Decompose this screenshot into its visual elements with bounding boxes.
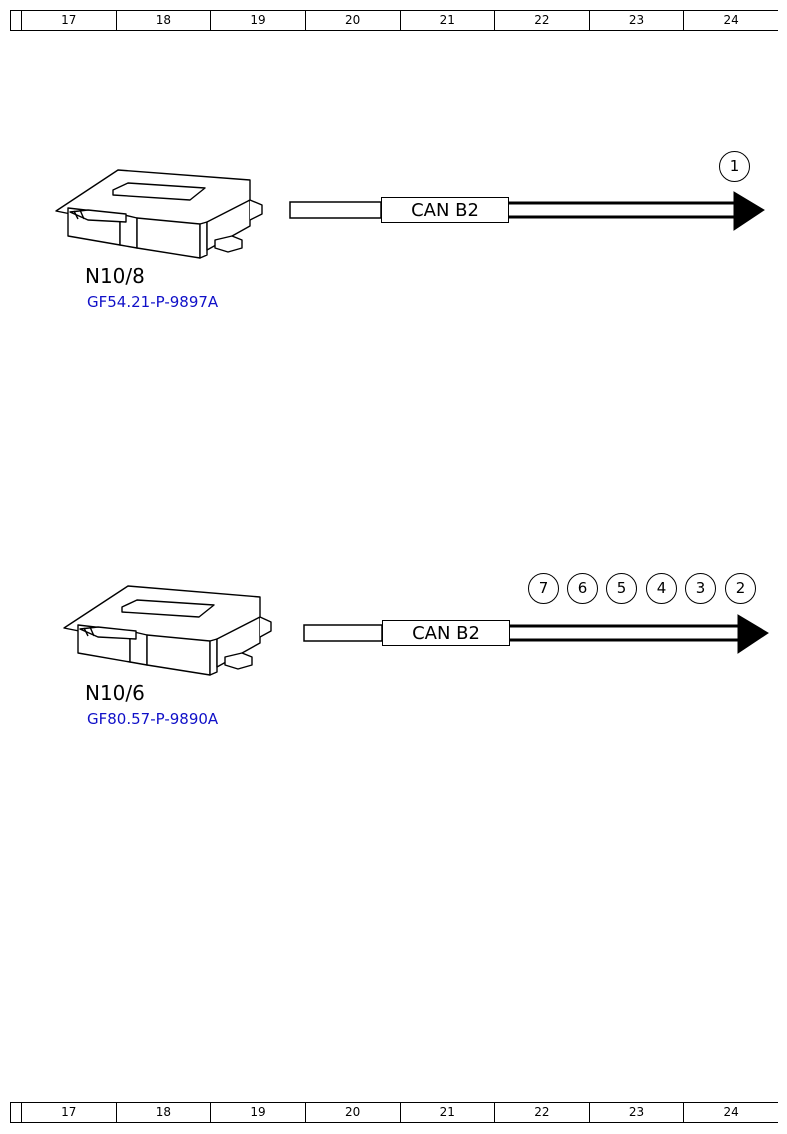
can-b2-label-2: CAN B2 [382,620,510,646]
grid-col-17: 17 [22,1103,117,1122]
grid-col-23: 23 [590,11,685,30]
arrow-right-icon [737,614,769,654]
grid-col-22: 22 [495,11,590,30]
grid-col-19: 19 [211,11,306,30]
grid-col-18: 18 [117,1103,212,1122]
grid-col-18: 18 [117,11,212,30]
connection-badge[interactable]: 7 [528,573,559,604]
grid-col-17: 17 [22,11,117,30]
connection-badge[interactable]: 4 [646,573,677,604]
connection-badge[interactable]: 3 [685,573,716,604]
module-n10-8-ref-link[interactable]: GF54.21-P-9897A [87,293,219,311]
grid-col-22: 22 [495,1103,590,1122]
grid-col-20: 20 [306,1103,401,1122]
connection-badge[interactable]: 6 [567,573,598,604]
connection-badge[interactable]: 1 [719,151,750,182]
grid-header-top: 17 18 19 20 21 22 23 24 [10,10,778,31]
module-n10-6-ref-link[interactable]: GF80.57-P-9890A [87,710,219,728]
connection-badge[interactable]: 2 [725,573,756,604]
grid-col-19: 19 [211,1103,306,1122]
grid-col-21: 21 [401,11,496,30]
grid-col-20: 20 [306,11,401,30]
grid-col-24: 24 [723,13,739,27]
can-b2-label-1: CAN B2 [381,197,509,223]
module-n10-8-icon [55,169,263,259]
can-b2-line-1[interactable] [289,191,765,231]
grid-col-23: 23 [590,1103,685,1122]
module-n10-8-label: N10/8 [85,264,145,288]
can-b2-line-2[interactable] [303,614,769,654]
grid-col-24: 24 [723,1105,739,1119]
module-n10-6-icon [63,585,272,676]
connection-badge[interactable]: 5 [606,573,637,604]
arrow-right-icon [733,191,765,231]
module-n10-6-label: N10/6 [85,681,145,705]
grid-lead-cell [10,1103,22,1122]
grid-col-21: 21 [401,1103,496,1122]
grid-header-bottom: 17 18 19 20 21 22 23 24 [10,1102,778,1123]
grid-lead-cell [10,11,22,30]
